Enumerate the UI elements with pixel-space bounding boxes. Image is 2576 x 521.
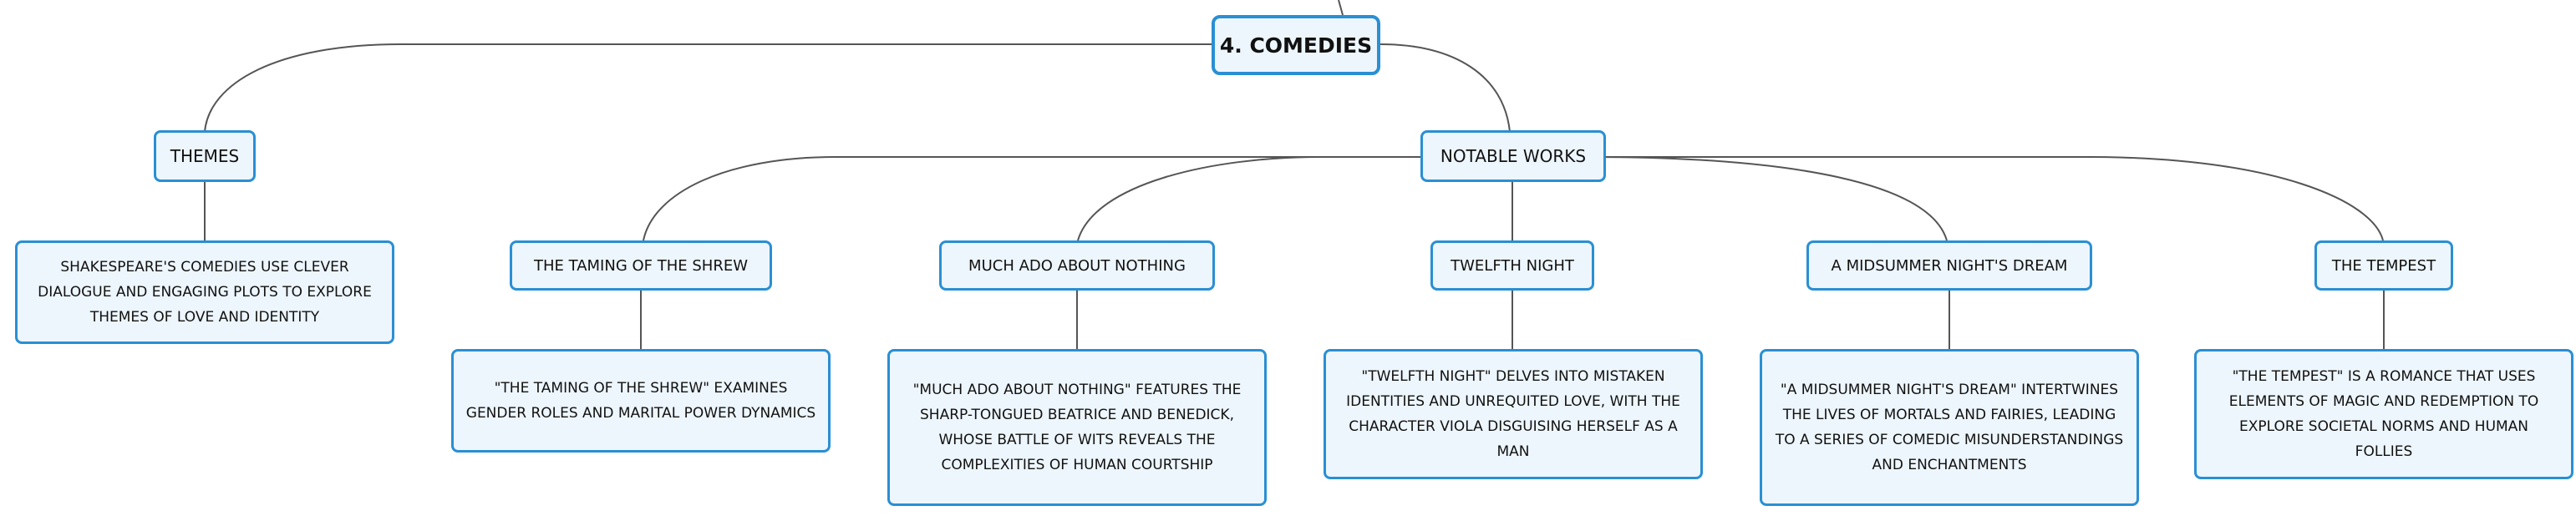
work-detail-text: "THE TAMING OF THE SHREW" EXAMINES GENDE… (465, 380, 816, 422)
notable-works-label: NOTABLE WORKS (1440, 146, 1587, 166)
work-title: THE TEMPEST (2331, 256, 2436, 275)
work-node-much-ado-about-nothing[interactable]: MUCH ADO ABOUT NOTHING (939, 240, 1215, 291)
themes-label: THEMES (170, 146, 240, 166)
work-detail-taming-of-the-shrew[interactable]: "THE TAMING OF THE SHREW" EXAMINES GENDE… (451, 349, 831, 453)
work-node-twelfth-night[interactable]: TWELFTH NIGHT (1430, 240, 1594, 291)
notable-works-node[interactable]: NOTABLE WORKS (1420, 130, 1606, 182)
connector-works-shrew (643, 156, 1420, 241)
work-node-a-midsummer-nights-dream[interactable]: A MIDSUMMER NIGHT'S DREAM (1806, 240, 2092, 291)
themes-detail-text: SHAKESPEARE'S COMEDIES USE CLEVER DIALOG… (38, 259, 372, 326)
work-title: MUCH ADO ABOUT NOTHING (968, 256, 1186, 275)
work-title: TWELFTH NIGHT (1451, 256, 1574, 275)
connector-root-notable-works (1379, 43, 1511, 133)
work-detail-twelfth-night[interactable]: "TWELFTH NIGHT" DELVES INTO MISTAKEN IDE… (1324, 349, 1703, 479)
work-node-the-tempest[interactable]: THE TEMPEST (2314, 240, 2453, 291)
connector-root-themes (204, 43, 1213, 133)
connector-root-parent (1338, 0, 1344, 16)
connector-works-midsummer (1587, 156, 1948, 241)
connector-works-tempest (1600, 156, 2384, 241)
work-detail-text: "A MIDSUMMER NIGHT'S DREAM" INTERTWINES … (1775, 382, 2124, 473)
root-label: 4. COMEDIES (1219, 33, 1373, 58)
work-detail-text: "TWELFTH NIGHT" DELVES INTO MISTAKEN IDE… (1346, 368, 1680, 460)
work-title: THE TAMING OF THE SHREW (533, 256, 749, 275)
work-detail-text: "MUCH ADO ABOUT NOTHING" FEATURES THE SH… (912, 382, 1242, 473)
work-node-taming-of-the-shrew[interactable]: THE TAMING OF THE SHREW (510, 240, 772, 291)
themes-detail-node[interactable]: SHAKESPEARE'S COMEDIES USE CLEVER DIALOG… (15, 240, 394, 344)
work-title: A MIDSUMMER NIGHT'S DREAM (1831, 256, 2068, 275)
connector-works-much-ado (1077, 156, 1321, 241)
root-node[interactable]: 4. COMEDIES (1212, 15, 1380, 75)
work-detail-the-tempest[interactable]: "THE TEMPEST" IS A ROMANCE THAT USES ELE… (2194, 349, 2573, 479)
themes-node[interactable]: THEMES (154, 130, 256, 182)
work-detail-text: "THE TEMPEST" IS A ROMANCE THAT USES ELE… (2228, 368, 2539, 460)
work-detail-much-ado-about-nothing[interactable]: "MUCH ADO ABOUT NOTHING" FEATURES THE SH… (887, 349, 1267, 506)
work-detail-a-midsummer-nights-dream[interactable]: "A MIDSUMMER NIGHT'S DREAM" INTERTWINES … (1760, 349, 2139, 506)
